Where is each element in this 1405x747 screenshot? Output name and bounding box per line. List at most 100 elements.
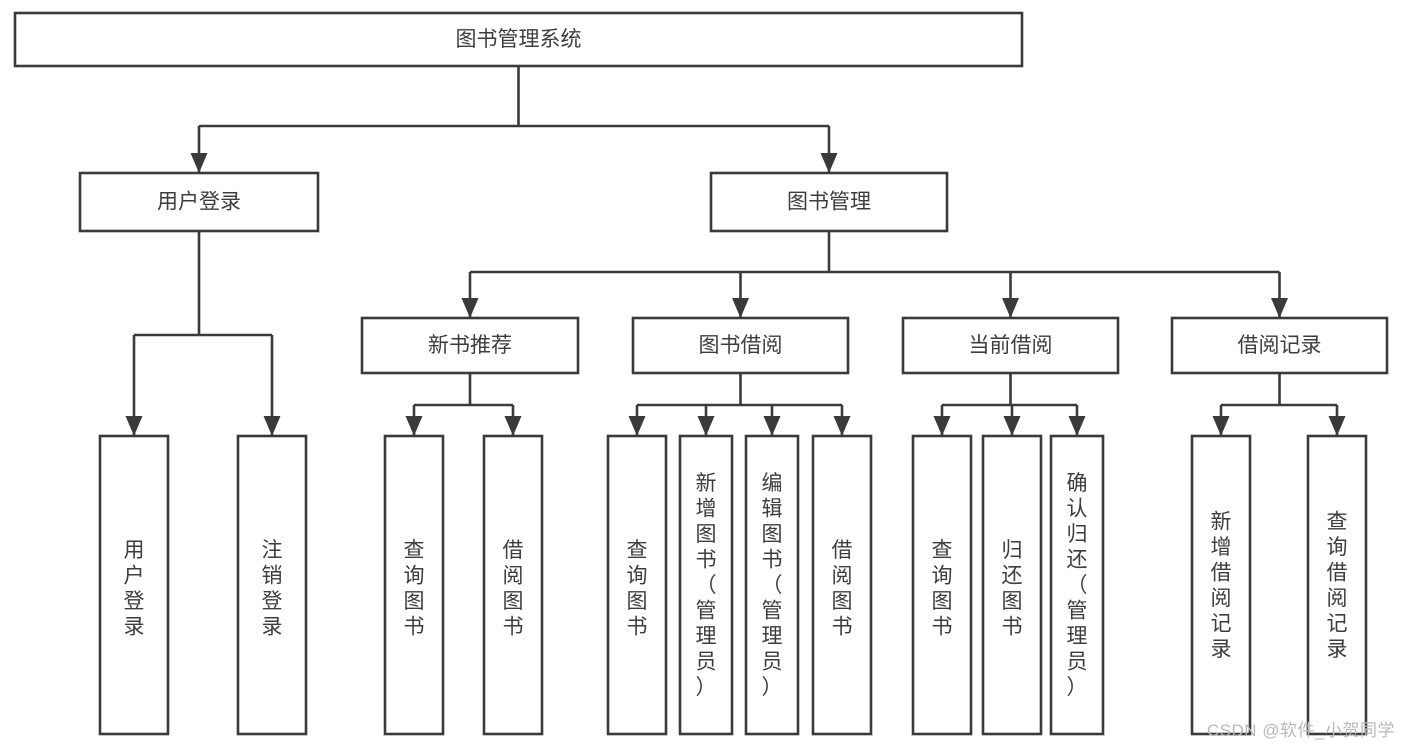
node-box-current-borrow[interactable] [901, 316, 1120, 375]
node-box-book-management[interactable] [709, 171, 949, 233]
node-box-book-borrow[interactable] [631, 316, 850, 375]
arrow-head-icon [504, 416, 522, 436]
node-box-current-query-book[interactable] [911, 434, 973, 736]
node-label-root: 图书管理系统 [456, 28, 582, 51]
label-char: 理 [1067, 625, 1088, 648]
label-char: 借 [1327, 561, 1348, 584]
node-box-current-confirm-return-admin[interactable] [1049, 434, 1105, 736]
label-char: 书 [762, 549, 783, 572]
label-char: ） [762, 676, 783, 699]
node-label-current-borrow: 当前借阅 [969, 334, 1053, 357]
label-char: 员 [1067, 651, 1088, 674]
label-char: 图 [762, 523, 783, 546]
label-char: 归 [1002, 539, 1023, 562]
label-char: 辑 [762, 498, 783, 521]
label-char: 询 [404, 564, 425, 587]
node-box-borrow-add-book-admin[interactable] [678, 434, 734, 736]
label-char: 查 [627, 539, 648, 562]
label-char: 增 [1211, 536, 1232, 559]
arrow-head-icon [1003, 416, 1021, 436]
label-char: 管 [762, 600, 783, 623]
label-char: 理 [696, 625, 717, 648]
label-char: 认 [1067, 498, 1088, 521]
label-char: 书 [696, 549, 717, 572]
arrow-head-icon [405, 416, 423, 436]
label-char: 编 [762, 472, 783, 495]
label-char: 阅 [503, 564, 524, 587]
label-char: ） [696, 676, 717, 699]
arrow-head-icon [697, 416, 715, 436]
node-box-record-query[interactable] [1306, 434, 1368, 736]
label-char: 管 [1067, 600, 1088, 623]
node-box-user-login-leaf[interactable] [98, 434, 170, 736]
label-char: 录 [262, 615, 283, 638]
arrow-head-icon [1002, 298, 1019, 318]
label-char: 录 [1327, 638, 1348, 661]
node-label-new-book-recommend: 新书推荐 [428, 334, 512, 357]
label-char: 员 [696, 651, 717, 674]
nodes-layer: 图书管理系统用户登录图书管理用户登录注销登录新书推荐图书借阅当前借阅借阅记录查询… [13, 11, 1389, 736]
label-char: 查 [1327, 510, 1348, 533]
label-char: 书 [932, 615, 953, 638]
label-char: 注 [262, 539, 283, 562]
label-char: 录 [124, 615, 145, 638]
label-char: 图 [627, 590, 648, 613]
label-char: 记 [1211, 612, 1232, 635]
node-box-user-login[interactable] [78, 171, 320, 233]
node-box-recommend-query-book[interactable] [383, 434, 445, 736]
label-char: 销 [262, 564, 283, 587]
arrow-head-icon [933, 416, 951, 436]
label-char: 新 [696, 472, 717, 495]
label-char: 查 [932, 539, 953, 562]
node-box-user-logout-leaf[interactable] [236, 434, 308, 736]
node-label-borrow-records: 借阅记录 [1238, 334, 1322, 357]
label-char: （ [696, 574, 717, 597]
label-char: 图 [503, 590, 524, 613]
node-box-current-return-book[interactable] [981, 434, 1043, 736]
label-char: 借 [1211, 561, 1232, 584]
node-box-borrow-records[interactable] [1170, 316, 1389, 375]
node-box-root[interactable] [13, 11, 1024, 68]
label-char: 登 [262, 590, 283, 613]
node-box-record-add[interactable] [1190, 434, 1252, 736]
node-box-borrow-borrow-book[interactable] [811, 434, 873, 736]
label-char: 图 [696, 523, 717, 546]
label-char: 图 [832, 590, 853, 613]
node-box-recommend-borrow-book[interactable] [482, 434, 544, 736]
label-char: 还 [1067, 549, 1088, 572]
connectors-layer [125, 66, 1346, 436]
arrow-head-icon [1212, 416, 1230, 436]
label-char: 借 [503, 539, 524, 562]
label-char: 确 [1067, 472, 1088, 495]
label-char: 图 [932, 590, 953, 613]
node-box-borrow-edit-book-admin[interactable] [744, 434, 800, 736]
label-char: 书 [404, 615, 425, 638]
arrow-head-icon [263, 416, 281, 436]
label-char: 询 [932, 564, 953, 587]
arrow-head-icon [1271, 298, 1288, 318]
label-char: 登 [124, 590, 145, 613]
label-char: 户 [124, 564, 145, 587]
arrow-head-icon [820, 153, 838, 173]
label-char: 记 [1327, 612, 1348, 635]
label-char: 增 [696, 498, 717, 521]
arrow-head-icon [461, 298, 479, 318]
node-box-new-book-recommend[interactable] [360, 316, 580, 375]
label-char: 录 [1211, 638, 1232, 661]
node-box-borrow-query-book[interactable] [606, 434, 668, 736]
label-char: 还 [1002, 564, 1023, 587]
label-char: 新 [1211, 510, 1232, 533]
arrow-head-icon [1068, 416, 1086, 436]
